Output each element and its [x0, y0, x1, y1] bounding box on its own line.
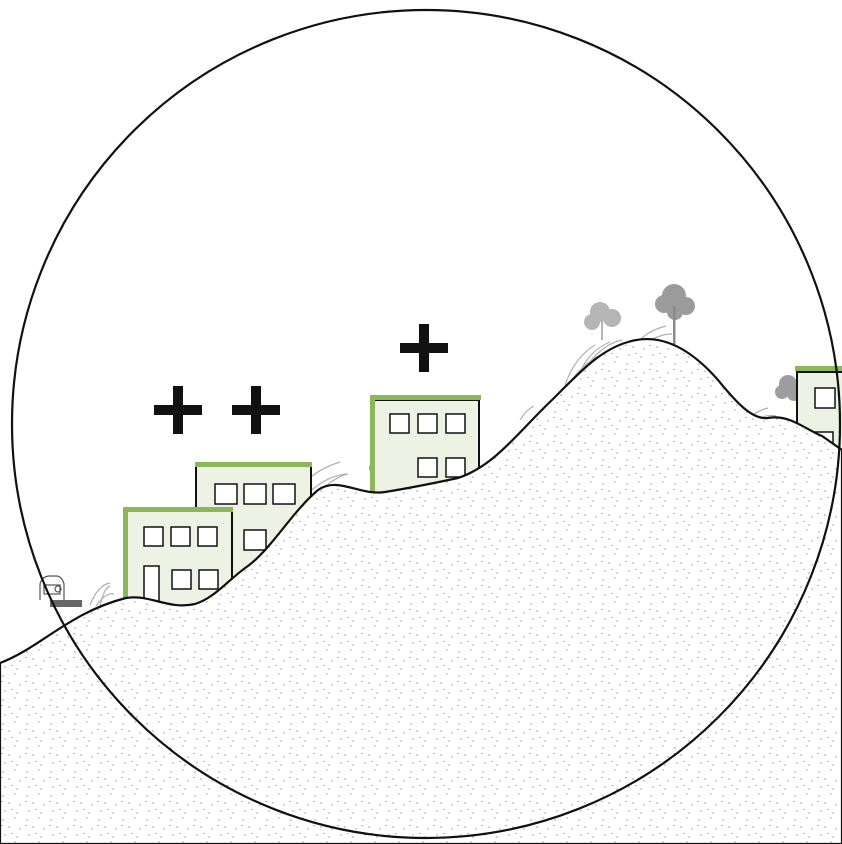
tree-icon [584, 302, 621, 340]
building-center [370, 395, 481, 497]
plus-group-left [154, 386, 280, 434]
road-surface [50, 600, 82, 607]
building-lower-left [123, 507, 233, 608]
tree-icon [655, 284, 695, 344]
plus-group-center [400, 324, 448, 372]
car-icon [39, 575, 65, 600]
plus-icon [232, 386, 280, 434]
terrain-section [0, 337, 842, 844]
plus-icon [400, 324, 448, 372]
plus-icon [154, 386, 202, 434]
focus-circle [10, 8, 842, 840]
